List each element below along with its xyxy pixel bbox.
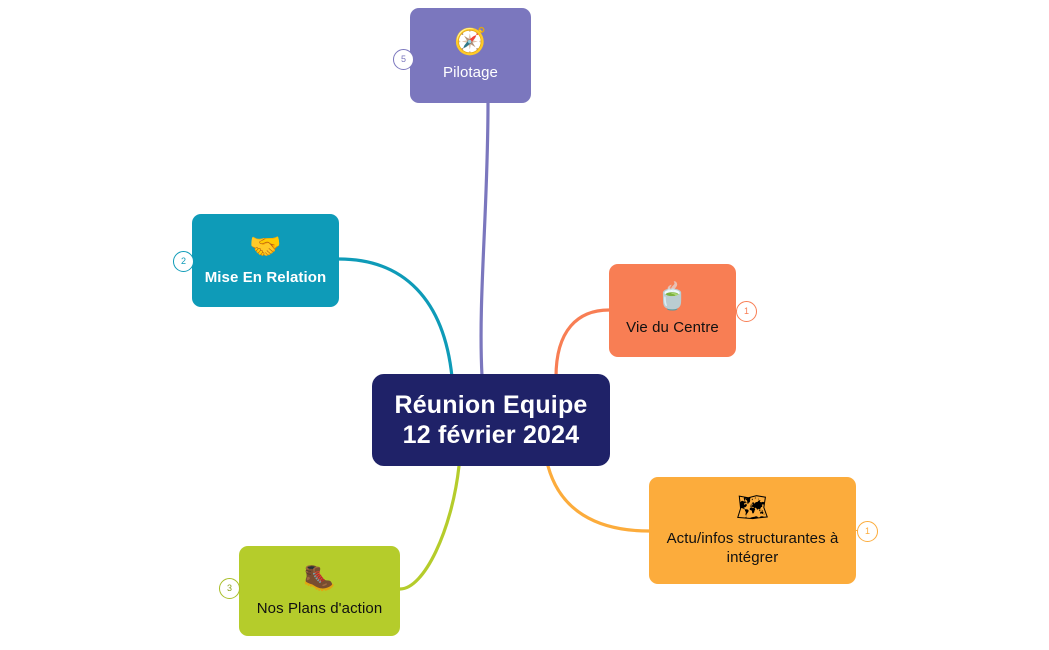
connector-plans-action bbox=[398, 464, 461, 591]
branch-node-pilotage[interactable]: 🧭 Pilotage bbox=[410, 8, 531, 103]
connector-vie-du-centre bbox=[554, 308, 611, 379]
branch-label-pilotage: Pilotage bbox=[442, 64, 498, 82]
badge-stub-actu-infos bbox=[851, 529, 859, 532]
branch-node-vie-du-centre[interactable]: 🍵 Vie du Centre bbox=[609, 264, 736, 357]
branch-label-vie-du-centre: Vie du Centre bbox=[626, 319, 719, 337]
connector-actu-infos bbox=[546, 464, 651, 533]
branch-node-actu-infos[interactable]: 🗺 Actu/infos structurantes à intégrer bbox=[649, 477, 856, 584]
branch-node-mise-en-relation[interactable]: 🤝 Mise En Relation bbox=[192, 214, 339, 307]
connector-mise-en-relation bbox=[337, 257, 454, 379]
compass-icon: 🧭 bbox=[454, 26, 487, 57]
central-node-line-1: Réunion Equipe bbox=[394, 391, 588, 419]
handshake-icon: 🤝 bbox=[249, 231, 282, 262]
badge-actu-infos[interactable]: 1 bbox=[857, 521, 878, 542]
map-icon: 🗺 bbox=[735, 491, 769, 522]
hiker-icon: 🥾 bbox=[303, 561, 336, 592]
branch-label-actu-infos: Actu/infos structurantes à intégrer bbox=[666, 529, 839, 566]
badge-vie-du-centre[interactable]: 1 bbox=[736, 301, 757, 322]
badge-mise-en-relation[interactable]: 2 bbox=[173, 251, 194, 272]
teacup-icon: 🍵 bbox=[656, 281, 689, 312]
badge-pilotage[interactable]: 5 bbox=[393, 49, 414, 70]
branch-label-mise-en-relation: Mise En Relation bbox=[204, 269, 327, 287]
connector-pilotage bbox=[479, 101, 490, 378]
badge-stub-vie-du-centre bbox=[730, 309, 738, 312]
branch-node-plans-action[interactable]: 🥾 Nos Plans d'action bbox=[239, 546, 400, 636]
central-node-line-2: 12 février 2024 bbox=[402, 421, 580, 449]
badge-plans-action[interactable]: 3 bbox=[219, 578, 240, 599]
branch-label-plans-action: Nos Plans d'action bbox=[256, 599, 383, 617]
central-node[interactable]: Réunion Equipe 12 février 2024 bbox=[372, 374, 610, 466]
